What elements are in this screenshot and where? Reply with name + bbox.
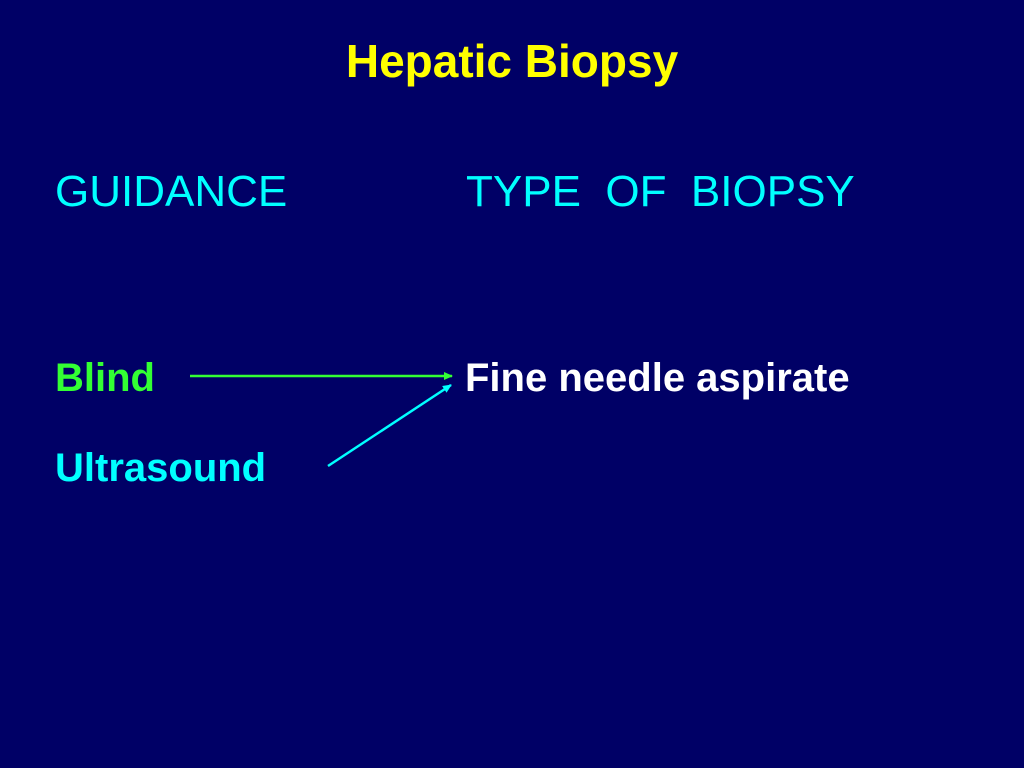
biopsy-type-fine-needle-aspirate: Fine needle aspirate (465, 356, 850, 400)
guidance-column-header: GUIDANCE (55, 167, 288, 216)
arrow-ultrasound-to-fna (327, 383, 452, 468)
guidance-item-ultrasound: Ultrasound (55, 446, 267, 490)
slide-title: Hepatic Biopsy (345, 35, 679, 87)
guidance-item-blind: Blind (55, 356, 155, 400)
biopsy-type-column-header: TYPE OF BIOPSY (466, 167, 855, 216)
